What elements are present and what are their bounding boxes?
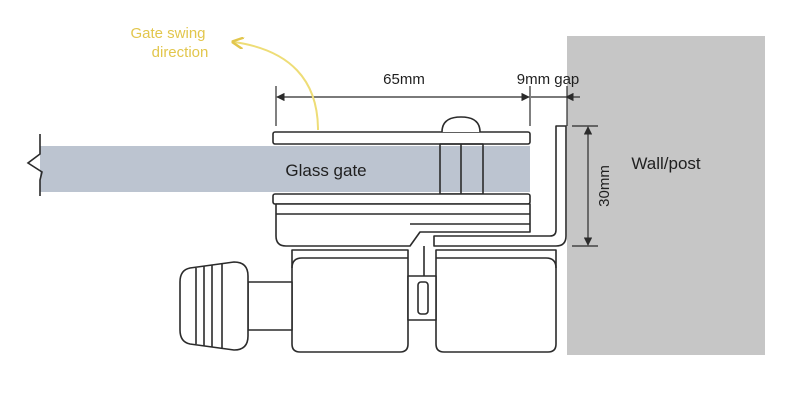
swing-arrow — [234, 42, 319, 131]
housing-left — [291, 249, 409, 353]
swing-label-line1: Gate swing — [130, 25, 205, 42]
gap-label: 9mm gap — [517, 71, 580, 88]
hinge-body — [179, 116, 567, 353]
wall-label: Wall/post — [631, 154, 701, 173]
dimension-width — [275, 86, 531, 126]
clamp-plate-bottom — [272, 193, 531, 205]
dimension-gap — [531, 86, 580, 126]
clamp-plate-top — [272, 131, 531, 145]
wall-bracket — [433, 125, 567, 247]
housing-right — [435, 249, 557, 353]
wall-post — [567, 36, 765, 355]
dimension-height — [572, 125, 598, 247]
bolt-cap — [441, 116, 481, 133]
glass-label: Glass gate — [285, 161, 366, 180]
glass-break-line — [26, 134, 43, 196]
glass-gate-panel — [40, 146, 530, 192]
adjust-cylinder — [247, 281, 293, 331]
height-label: 30mm — [596, 165, 613, 207]
adjust-knob — [179, 261, 249, 351]
width-label: 65mm — [383, 71, 425, 88]
swing-label-line2: direction — [152, 44, 209, 61]
